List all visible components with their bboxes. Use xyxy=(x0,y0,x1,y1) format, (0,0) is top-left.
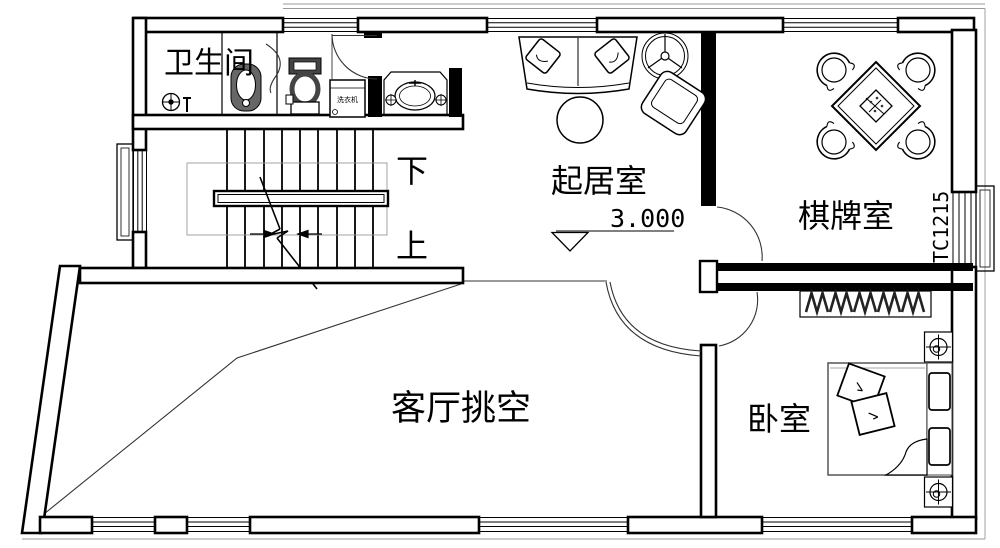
bedroom-door-swing xyxy=(718,291,759,347)
living-room xyxy=(518,32,707,144)
nightstand-lamp-icon xyxy=(923,331,954,363)
coffee-table-icon xyxy=(556,96,604,144)
elevation-marker: 3.000 xyxy=(550,204,685,252)
shower-curtain-line xyxy=(265,43,281,94)
stair-direction-arrows xyxy=(250,229,322,239)
stair-handrail xyxy=(212,189,390,208)
washing-machine-label: 洗衣机 xyxy=(337,95,358,104)
living-room-label: 起居室 xyxy=(551,163,647,199)
faucet-flower-right xyxy=(435,94,447,106)
hall-door-swing-outer xyxy=(605,281,702,357)
stair-down-label: 下 xyxy=(396,153,428,189)
bathroom: 洗衣机 xyxy=(161,33,448,118)
squat-toilet-icon xyxy=(230,63,262,112)
interior-walls xyxy=(364,31,973,519)
sofa-icon xyxy=(518,36,638,95)
nightstand-lamp-icon xyxy=(923,476,954,508)
chair-icon xyxy=(895,119,944,168)
door-stop-notch xyxy=(364,31,382,38)
window-tc1215 xyxy=(952,192,972,267)
window-bottom-2 xyxy=(187,517,250,532)
window-living-top xyxy=(487,18,597,32)
bathroom-label: 卫生间 xyxy=(164,47,254,80)
washing-machine-icon: 洗衣机 xyxy=(329,79,366,118)
cushion-icon xyxy=(850,392,896,436)
sofa-pillow-icon xyxy=(525,38,561,74)
hall-door-swing-inner xyxy=(609,281,702,352)
void-label: 客厅挑空 xyxy=(391,389,531,428)
sink-vanity-icon xyxy=(383,71,448,115)
window-code-label: TC1215 xyxy=(929,191,953,263)
eave-lines xyxy=(22,3,986,540)
stair-up-label: 上 xyxy=(396,228,428,264)
blanket-fold-line xyxy=(883,438,928,476)
bathroom-door-swing xyxy=(331,33,378,80)
window-bottom-3 xyxy=(479,517,628,532)
window-stair-left xyxy=(133,150,147,232)
chair-icon xyxy=(895,44,944,93)
sofa-pillow-icon xyxy=(594,38,630,74)
bed-icon xyxy=(827,362,953,476)
shower-icon xyxy=(161,92,191,112)
void-diagonal-line xyxy=(43,283,462,515)
faucet-flower-left xyxy=(385,94,397,106)
chess-room-door-swing xyxy=(716,206,763,262)
faucet-icon xyxy=(183,97,191,112)
elevation-value: 3.000 xyxy=(610,204,685,233)
armchair-icon xyxy=(640,70,707,136)
chess-room-label: 棋牌室 xyxy=(798,198,894,234)
window-bottom-1 xyxy=(92,517,155,532)
bedroom xyxy=(799,288,954,508)
window-bathroom-top xyxy=(283,18,358,32)
door-swings xyxy=(605,206,763,357)
window-bottom-4 xyxy=(762,517,912,532)
chair-icon xyxy=(808,119,857,168)
chess-room xyxy=(808,44,944,168)
window-left-frame xyxy=(116,143,134,241)
elevation-triangle-icon xyxy=(550,231,590,252)
chair-icon xyxy=(808,44,857,93)
window-tc1215-frame xyxy=(975,185,995,272)
window-chess-top xyxy=(783,18,898,32)
wardrobe-icon xyxy=(799,288,932,318)
toilet-icon xyxy=(285,57,322,115)
bedroom-label: 卧室 xyxy=(747,401,811,437)
exterior-walls xyxy=(20,16,978,535)
mahjong-table-icon xyxy=(830,60,922,152)
